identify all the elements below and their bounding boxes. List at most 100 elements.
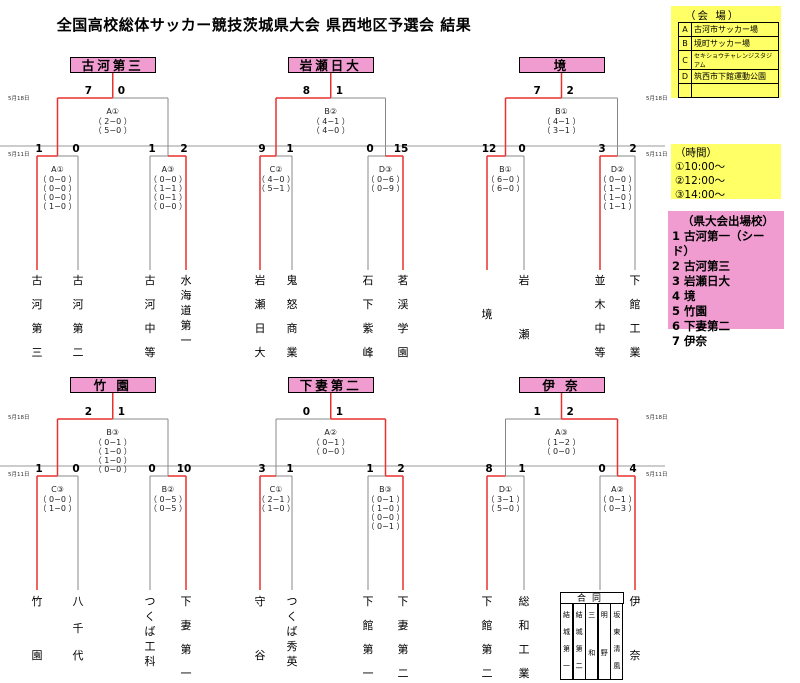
match-score: （ 5−0 ） [93,126,132,135]
time-item: ③14:00～ [675,189,726,201]
qualified-item: 2 古河第三 [672,259,731,273]
date-label: 5月11日 [646,152,668,158]
match-score: （ 2−1 ） [257,495,295,504]
semi-score-left: 1 [148,143,156,155]
final-score-right: 1 [117,406,126,418]
time-heading: （時間） [675,147,717,159]
match-score: （ 1−0 ） [93,456,132,465]
venue-row [678,83,779,98]
match-score: （ 0−0 ） [38,175,77,184]
venue-name: 境町サッカー場 [691,36,779,51]
match-score: （ 0−0 ） [149,202,187,211]
match-score: （ 0−0 ） [38,193,77,202]
match-score: （ 5−1 ） [257,184,295,193]
semi-score-right: 10 [176,463,192,475]
team-name: 石下紫峰 [362,274,374,359]
match-score: （ 0−0 ） [598,175,637,184]
winner-box: 下妻第二 [287,377,374,393]
match-score: （ 1−0 ） [366,504,405,513]
venue-heading: （会 場） [685,10,741,22]
semi-score-left: 3 [598,143,606,155]
venue-name: 古河市サッカー場 [691,22,779,37]
match-score: （ 0−0 ） [311,447,350,456]
final-score-right: 1 [335,406,344,418]
match-score: （ 2−0 ） [93,117,132,126]
semi-score-left: 9 [258,143,266,155]
final-score-right: 0 [117,85,126,97]
match-label: A② [611,485,624,494]
match-score: （ 6−0 ） [486,175,525,184]
match-label: C① [269,485,283,494]
match-score: （ 6−0 ） [486,184,525,193]
team-name: 古河第三 [31,274,43,359]
qualified-panel: （県大会出場校） 1 古河第一（シード） 2 古河第三 3 岩瀬日大 4 境 5… [668,211,784,348]
semi-score-left: 3 [258,463,266,475]
semi-score-right: 0 [72,463,80,475]
winner-box: 古河第三 [69,57,156,73]
match-score: （ 0−5 ） [149,504,187,513]
match-score: （ 3−1 ） [486,495,525,504]
team-name: つくば秀英 [286,595,298,668]
semi-score-left: 1 [366,463,374,475]
match-score: （ 4−0 ） [257,175,295,184]
match-score: （ 0−1 ） [366,495,405,504]
match-score: （ 4−0 ） [311,126,350,135]
final-score-left: 0 [302,406,311,418]
venue-key [678,83,692,98]
venue-name: 筑西市下館運動公園 [691,69,779,84]
team-name: 岩瀬日大 [254,274,266,359]
qualified-item: 4 境 [672,289,696,303]
match-label: B③ [106,428,120,437]
venue-name [691,83,779,98]
semi-score-right: 2 [629,143,637,155]
joint-team-member: 明野 [597,604,611,680]
match-label: B② [161,485,175,494]
winner-box: 境 [518,57,605,73]
venue-key: B [678,36,692,51]
team-name: 古河中等 [144,274,156,359]
team-name: 下館第一 [362,595,374,680]
semi-score-left: 0 [366,143,374,155]
date-label: 5月18日 [646,415,668,421]
venue-key: C [678,50,692,70]
qualified-item: 5 竹園 [672,304,708,318]
joint-team-member: 坂東清風 [610,604,624,680]
match-score: （ 3−1 ） [542,126,581,135]
qualified-heading: （県大会出場校） [682,214,774,228]
final-score-right: 2 [566,85,574,97]
final-score-left: 1 [533,406,541,418]
team-name: 岩瀬 [518,274,530,341]
match-score: （ 0−1 ） [149,193,187,202]
joint-team-member: 結城第一 [560,604,573,680]
match-score: （ 0−5 ） [149,495,187,504]
match-label: A② [324,428,338,437]
semi-score-left: 8 [485,463,493,475]
team-name: 伊奈 [629,595,641,662]
match-score: （ 1−0 ） [598,193,637,202]
final-score-left: 8 [302,85,311,97]
team-name: つくば工科 [144,595,156,668]
semi-score-left: 12 [481,143,497,155]
team-name: 水海道第一 [180,274,192,347]
match-label: D② [610,165,625,174]
match-label: D③ [378,165,393,174]
time-item: ①10:00～ [675,161,726,173]
final-score-right: 1 [335,85,344,97]
match-label: B② [324,107,338,116]
date-label: 5月18日 [646,96,668,102]
semi-score-right: 2 [180,143,188,155]
team-name: 守谷 [254,595,266,662]
qualified-item: 7 伊奈 [672,334,708,348]
match-score: （ 0−6 ） [366,175,405,184]
match-score: （ 1−0 ） [38,504,77,513]
winner-box: 竹 園 [69,377,156,393]
match-score: （ 0−1 ） [93,438,132,447]
match-score: （ 0−1 ） [311,438,350,447]
final-score-right: 2 [566,406,574,418]
semi-score-right: 1 [286,463,294,475]
date-label: 5月11日 [8,472,30,478]
match-label: A③ [555,428,568,437]
semi-score-right: 0 [72,143,80,155]
match-score: （ 4−1 ） [542,117,581,126]
